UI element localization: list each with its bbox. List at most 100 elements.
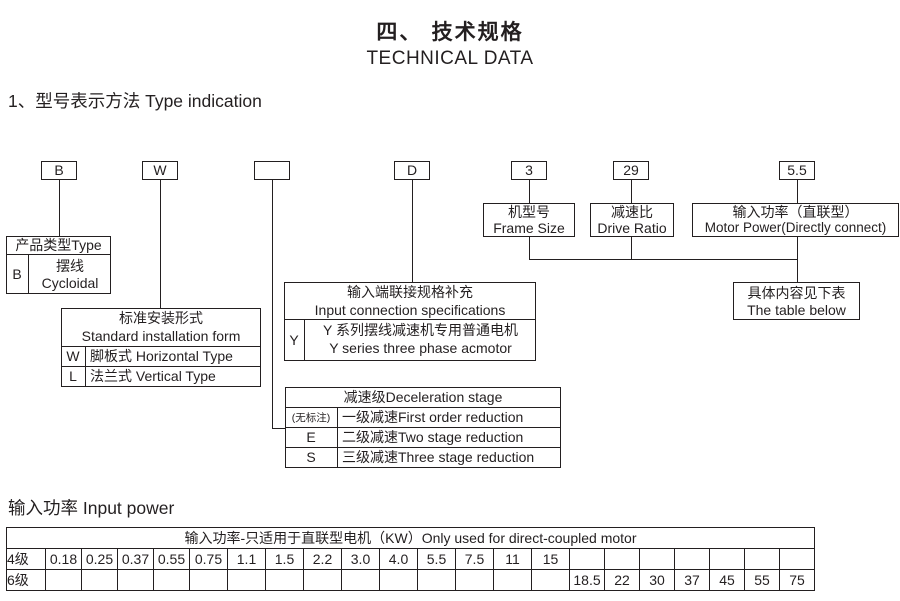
code-box-d: D [394,161,430,180]
table-cell [81,569,118,591]
table-cell [45,569,82,591]
table-cell [189,569,228,591]
row-label-4: 4级 [6,548,46,570]
input-conn-header-cn: 输入端联接规格补充 [347,284,473,300]
code-box-b: B [41,161,77,180]
decel-header: 减速级Deceleration stage [343,389,503,405]
section-type-indication: 1、型号表示方法 Type indication [8,91,262,111]
connector-3 [529,179,530,204]
connector-55 [797,179,798,204]
table-cell: 0.25 [81,548,118,570]
table-cell: 4.0 [379,548,418,570]
installation-code-w: W [66,348,80,364]
connector-blank-h [272,428,287,429]
installation-code-l: L [69,368,77,384]
connector-frame [529,236,530,259]
table-cell [417,569,456,591]
frame-cn: 机型号 [508,204,550,220]
decel-text-3: 三级减速Three stage reduction [342,449,535,465]
below-en: The table below [747,302,846,318]
table-cell [709,548,745,570]
product-type-en: Cycloidal [41,275,99,291]
page-title-cn: 四、 技术规格 [376,20,524,44]
table-cell: 22 [604,569,640,591]
table-cell [779,548,815,570]
table-cell: 11 [493,548,532,570]
table-cell: 37 [674,569,710,591]
below-cn: 具体内容见下表 [747,285,846,301]
code-box-55: 5.5 [779,161,815,180]
table-cell [455,569,494,591]
table-cell: 7.5 [455,548,494,570]
power-table: 输入功率-只适用于直联型电机（KW）Only used for direct-c… [6,527,815,591]
table-cell [379,569,418,591]
table-cell: 2.2 [303,548,342,570]
table-cell: 1.5 [265,548,304,570]
input-conn-line1: Y 系列摆线减速机专用普通电机 [323,322,518,338]
code-box-blank [254,161,290,180]
table-cell: 0.18 [45,548,82,570]
table-cell: 15 [531,548,570,570]
input-conn-line2: Y series three phase acmotor [329,340,512,356]
page-title-en: TECHNICAL DATA [366,48,534,69]
connector-b [59,179,60,237]
table-cell [674,548,710,570]
table-cell: 30 [639,569,675,591]
code-box-w: W [142,161,178,180]
connector-blank [272,179,273,428]
connector-w [160,179,161,309]
decel-code-none: (无标注) [291,412,331,424]
motor-cn: 输入功率（直联型） [732,204,859,220]
table-cell [341,569,380,591]
connector-d [412,179,413,283]
product-type-header: 产品类型Type [6,237,111,255]
drive-cn: 减速比 [611,204,653,220]
table-cell: 3.0 [341,548,380,570]
table-cell: 0.55 [153,548,190,570]
connector-motor [797,236,798,259]
product-type-cn: 摆线 [56,258,84,274]
installation-text-l: 法兰式 Vertical Type [90,368,216,384]
power-table-header: 输入功率-只适用于直联型电机（KW）Only used for direct-c… [6,527,815,549]
table-cell [744,548,780,570]
table-cell [303,569,342,591]
table-cell [265,569,304,591]
connector-29 [631,179,632,204]
table-cell: 0.75 [189,548,228,570]
table-cell [493,569,532,591]
code-box-3: 3 [511,161,547,180]
decel-text-2: 二级减速Two stage reduction [342,429,524,445]
table-cell: 5.5 [417,548,456,570]
code-box-29: 29 [613,161,649,180]
decel-code-s: S [306,449,316,465]
table-cell [569,548,605,570]
table-cell: 55 [744,569,780,591]
installation-text-w: 脚板式 Horizontal Type [90,348,233,364]
table-cell [604,548,640,570]
motor-en: Motor Power(Directly connect) [704,220,887,235]
table-cell: 45 [709,569,745,591]
table-cell: 18.5 [569,569,605,591]
table-cell [227,569,266,591]
table-cell [531,569,570,591]
table-cell [117,569,154,591]
table-cell [639,548,675,570]
table-cell [153,569,190,591]
input-conn-header-en: Input connection specifications [314,302,506,318]
installation-header-cn: 标准安装形式 [119,310,203,326]
installation-header-en: Standard installation form [81,328,241,344]
table-cell: 1.1 [227,548,266,570]
drive-en: Drive Ratio [597,220,667,236]
table-cell: 75 [779,569,815,591]
input-conn-code: Y [289,332,299,348]
product-type-code: B [6,255,29,293]
table-cell: 0.37 [117,548,154,570]
frame-en: Frame Size [493,220,565,236]
connector-merge [529,259,798,260]
row-label-6: 6级 [6,569,46,591]
decel-code-e: E [306,429,316,445]
decel-text-1: 一级减速First order reduction [342,409,524,425]
connector-below [797,259,798,283]
